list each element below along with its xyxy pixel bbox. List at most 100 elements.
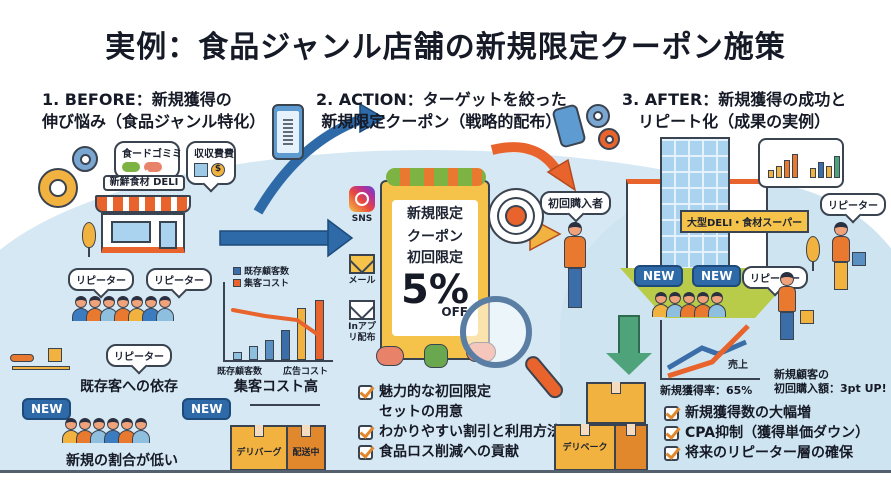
channel-sns: SNS: [344, 186, 380, 225]
checkbox-icon: [664, 426, 679, 441]
person-icon: [156, 296, 174, 321]
chart-bar: [265, 340, 274, 360]
target-icon: [488, 188, 544, 244]
vegetables-meat-icon: [122, 162, 172, 174]
checkbox-icon: [358, 445, 373, 460]
instagram-icon: [349, 186, 375, 212]
vegetable-decoration: [386, 168, 486, 186]
repeater-shopper: [778, 272, 814, 340]
checkbox-icon: [358, 385, 373, 400]
qr-code-icon: [283, 119, 293, 145]
coupon-line1: 新規限定: [407, 206, 463, 222]
supermarket-sign: 大型DELI・食材スーパー: [680, 210, 810, 233]
costs-label: 収収費費: [194, 149, 234, 160]
new-badge: NEW: [634, 265, 684, 287]
chart-bar: [233, 352, 242, 360]
repeater-bubble: リピーター: [820, 193, 886, 216]
delivery-box: デリベーク: [554, 424, 616, 471]
food-scale-icon: [10, 346, 72, 376]
store-sign: 新鮮食材 DELI: [103, 175, 185, 191]
gear-icon: [38, 168, 78, 208]
envelope-icon: [349, 300, 375, 320]
repeater-shopper: [832, 222, 866, 290]
legend-item-existing: 既存顧客数: [233, 266, 289, 278]
x-label-ad-cost: 広告コスト: [283, 367, 329, 377]
chart-bar: [297, 308, 306, 360]
shopping-bag-icon: [800, 310, 814, 324]
store-awning: [95, 195, 191, 213]
person-icon: [708, 292, 726, 317]
sales-growth-chart: 売上: [660, 320, 760, 380]
gear-icon: [72, 146, 98, 172]
bottom-margin: [0, 473, 891, 495]
checklist-item-continued: セットの用意: [379, 404, 463, 420]
checklist-item: わかりやすい割引と利用方法: [358, 422, 561, 442]
person-icon: [118, 418, 136, 443]
tree-icon: [806, 236, 820, 271]
coupon-off: OFF: [441, 305, 468, 319]
person-icon: [680, 292, 698, 317]
before-heading: 1. BEFORE：新規獲得の 伸び悩み（食品ジャンル特化）: [42, 89, 265, 133]
new-badge: NEW: [22, 398, 72, 420]
person-icon: [114, 296, 132, 321]
page-title: 実例：食品ジャンル店舗の新規限定クーポン施策: [105, 30, 786, 65]
coupon-card: 新規限定 クーポン 初回限定 5% OFF: [376, 168, 496, 368]
coupon-line3: 初回限定: [407, 250, 463, 266]
new-badge: NEW: [692, 265, 742, 287]
chart-bar: [249, 346, 258, 360]
checklist-item: 新規獲得数の大幅増: [664, 403, 869, 423]
channel-label: SNS: [351, 214, 373, 224]
after-heading: 3. AFTER：新規獲得の成功と リピート化（成果の実例）: [622, 89, 846, 133]
ground-line: [0, 470, 891, 473]
person-icon: [694, 292, 712, 317]
delivery-box-side: [614, 424, 648, 471]
shopping-bag-icon: [852, 252, 866, 266]
delivery-box: デリバーグ: [230, 425, 288, 471]
checkbox-icon: [664, 446, 679, 461]
delivery-box: [586, 382, 646, 424]
envelope-open-icon: [349, 254, 375, 274]
after-heading-line1: 3. AFTER：新規獲得の成功と: [622, 90, 847, 109]
action-heading-line2: 新規限定クーポン（戦略的配布）: [321, 112, 562, 131]
box-label: 配送中: [292, 448, 320, 458]
person-icon: [100, 296, 118, 321]
box-label: デリベーク: [562, 443, 608, 453]
chart-axes: [223, 282, 333, 362]
checkbox-icon: [664, 406, 679, 421]
person-icon: [72, 296, 90, 321]
channel-in-app: Inアプリ配布: [344, 300, 380, 344]
person-icon: [128, 296, 146, 321]
checklist-item: 将来のリピーター層の確保: [664, 443, 869, 463]
meat-decoration: [376, 346, 404, 366]
after-heading-line2: リピート化（成果の実例）: [638, 112, 831, 131]
store-window: [111, 221, 151, 243]
after-checklist: 新規獲得数の大幅増 CPA抑制（獲得単価ダウン） 将来のリピーター層の確保: [664, 403, 869, 463]
channel-email: メール: [344, 254, 380, 287]
checklist-item: 食品ロス削減への貢献: [358, 442, 561, 462]
person-icon: [666, 292, 684, 317]
person-icon: [104, 418, 122, 443]
repeater-bubble: リピーター: [146, 268, 212, 291]
phone-icon: [551, 103, 587, 149]
acquisition-cost-chart: 既存顧客数 集客コスト 既存顧客数 広告コスト: [217, 267, 333, 377]
coupon-discount: 5%: [401, 267, 469, 313]
action-checklist: 魅力的な初回限定 セットの用意 わかりやすい割引と利用方法 食品ロス削減への貢献: [358, 382, 561, 462]
caption-low-new-ratio: 新規の割合が低い: [66, 453, 178, 469]
repeater-crowd: [72, 296, 174, 321]
person-icon: [142, 296, 160, 321]
stat-first-purchase: 新規顧客の 初回購入額：3pt UP!: [774, 368, 887, 396]
magnifier-icon: [460, 296, 532, 368]
repeater-bubble: リピーター: [106, 344, 172, 367]
chart-bar: [315, 300, 324, 360]
legend-item-cost: 集客コスト: [233, 278, 289, 290]
growth-chart-bubble: [758, 138, 844, 188]
pepper-decoration: [424, 344, 448, 368]
new-customer-crowd: [62, 418, 150, 443]
action-heading-line1: 2. ACTION：ターゲットを絞った: [316, 90, 567, 109]
stat-acquisition-rate: 新規獲得率：65%: [660, 384, 753, 397]
gear-icon: [598, 128, 620, 150]
scale-icon: [250, 404, 320, 418]
food-waste-label: 食ードゴミミ: [122, 149, 182, 160]
new-customer-crowd: [652, 292, 726, 317]
first-buyer-bubble: 初回購入者: [540, 191, 611, 215]
